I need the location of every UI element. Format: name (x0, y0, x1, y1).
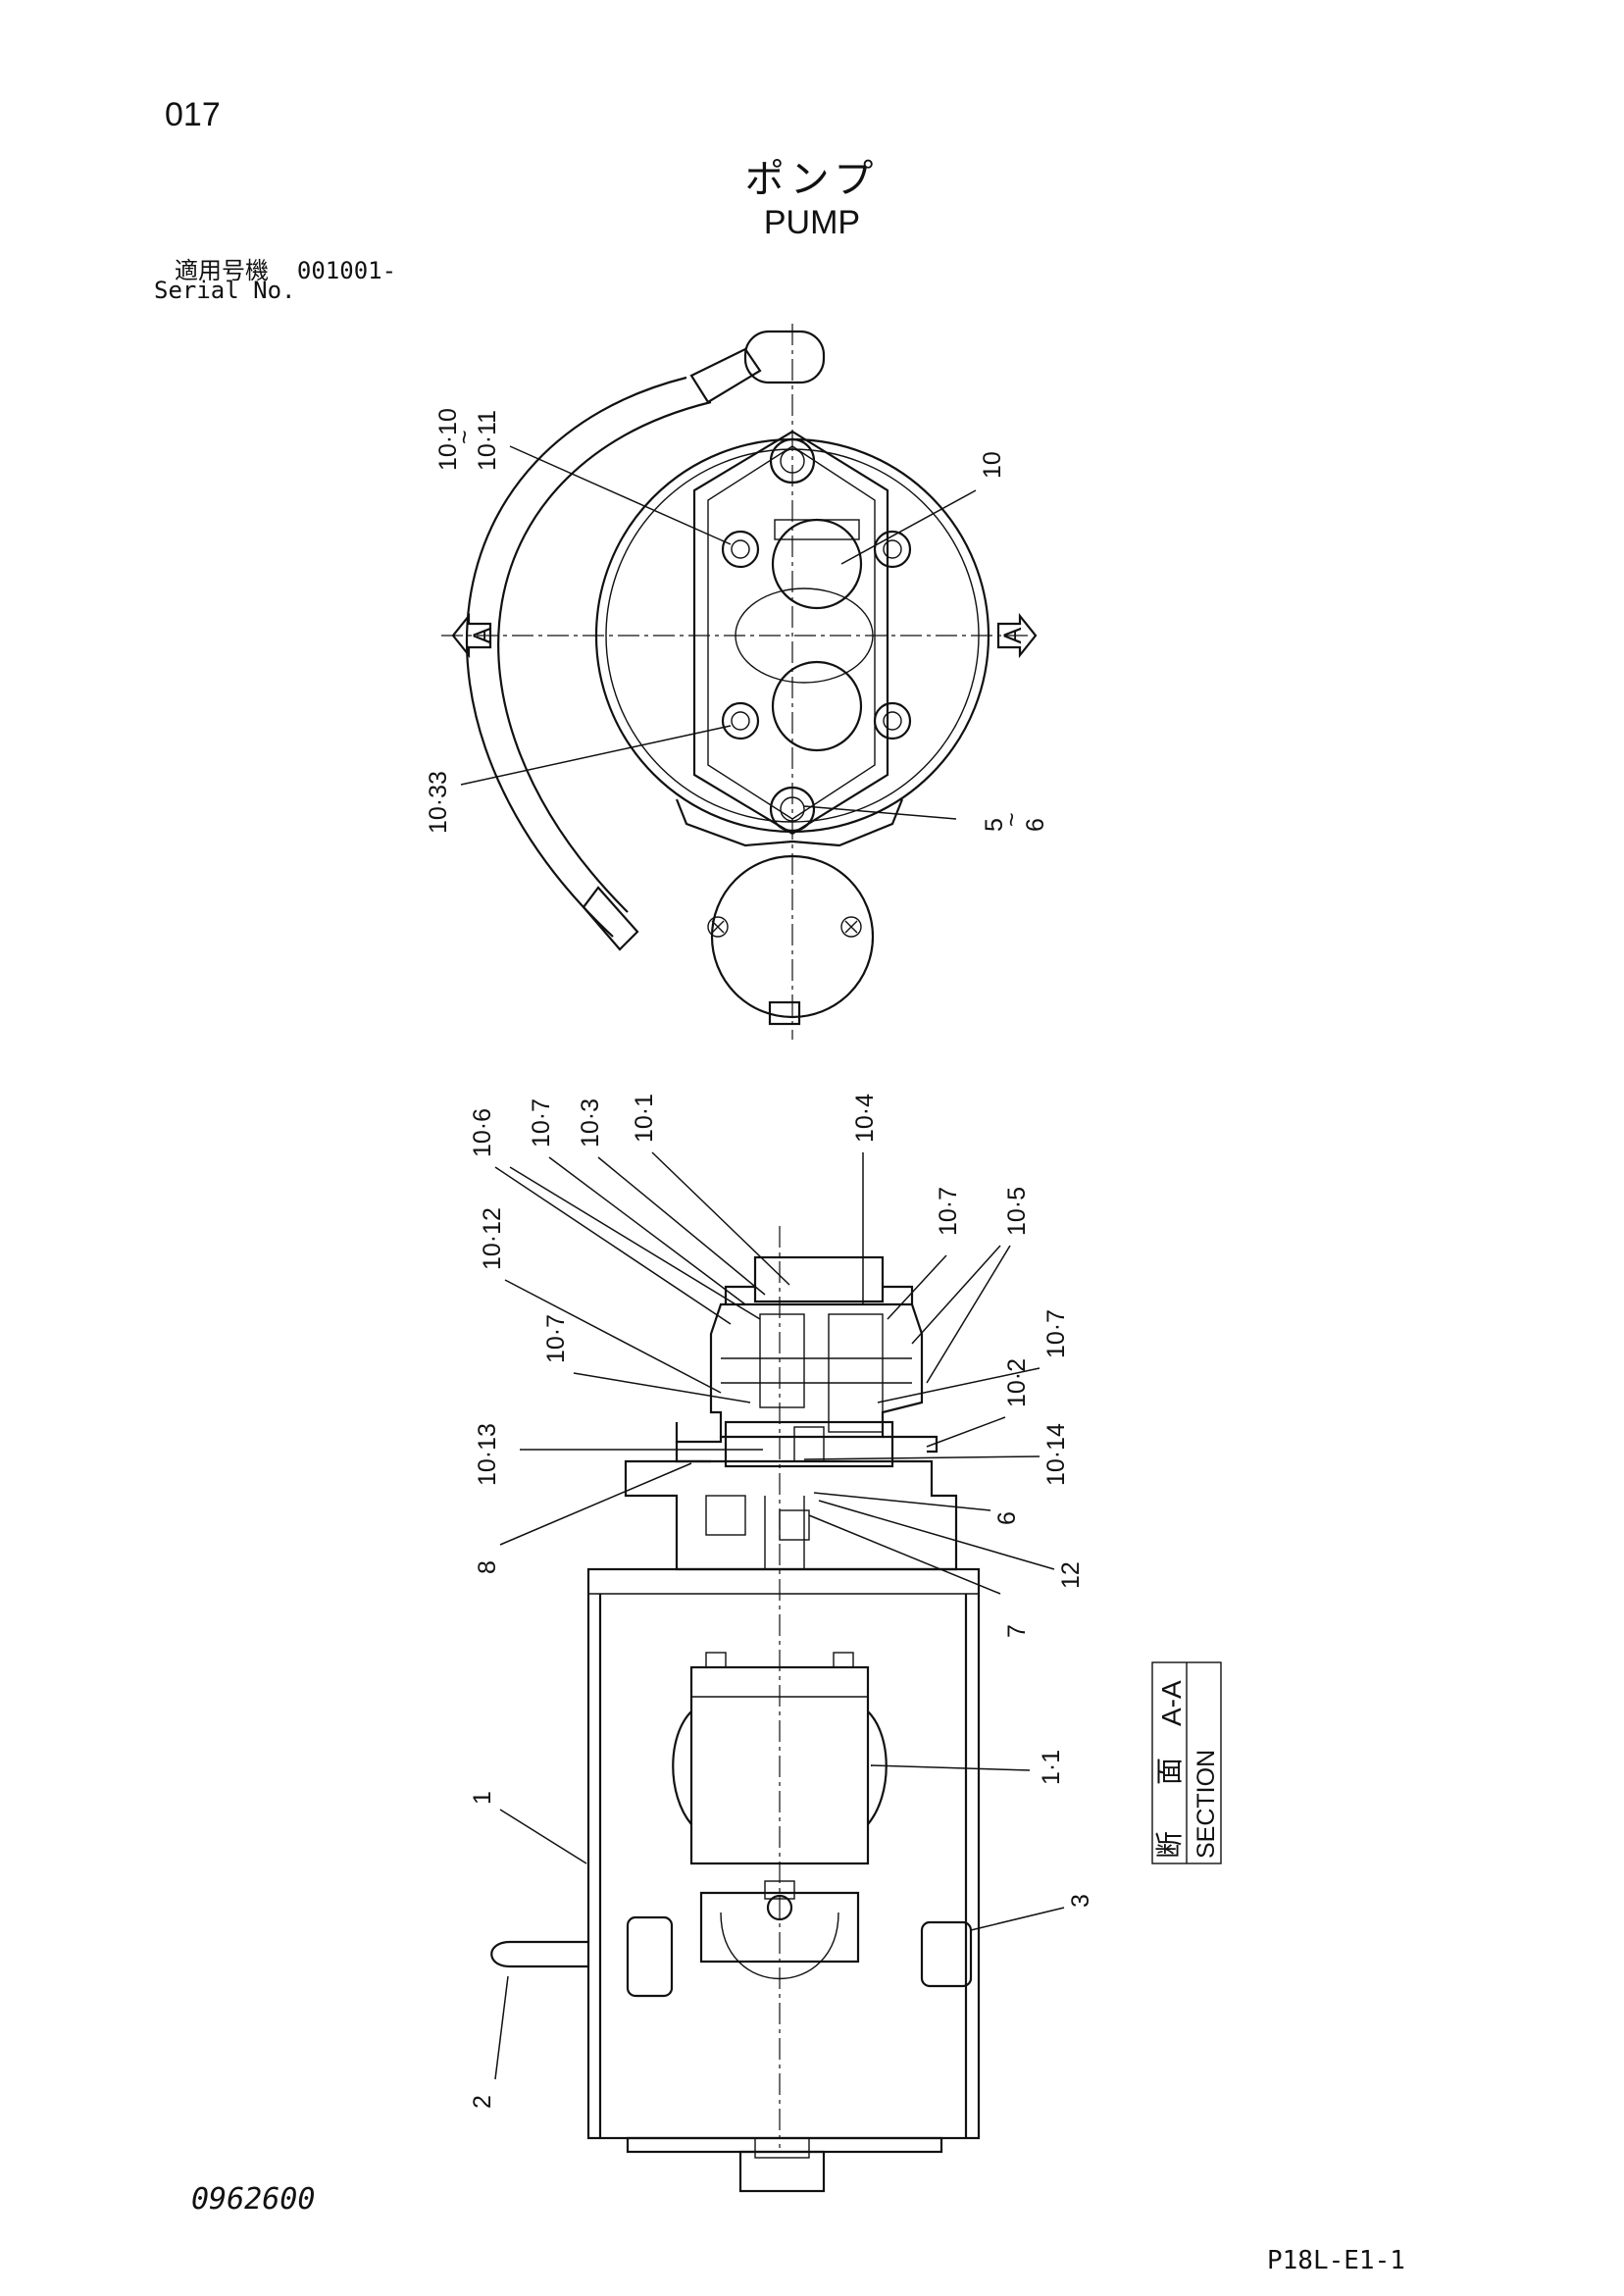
page-number: 017 (165, 96, 221, 133)
label-12: 12 (1057, 1561, 1085, 1589)
label-10-14: 10·14 (1042, 1423, 1070, 1486)
label-10-6: 10·6 (469, 1108, 496, 1157)
label-10-7-d: 10·7 (1042, 1309, 1070, 1358)
section-mark-right: A (999, 627, 1027, 643)
label-10-33: 10·33 (425, 771, 452, 834)
label-1: 1 (469, 1791, 496, 1805)
label-1-1: 1·1 (1038, 1750, 1065, 1785)
section-letters: A-A (1156, 1680, 1187, 1726)
section-jp-2: 面 (1154, 1758, 1185, 1785)
label-3: 3 (1067, 1894, 1094, 1908)
label-10-2: 10·2 (1003, 1358, 1031, 1407)
label-6: 6 (1022, 818, 1049, 832)
section-title-box: 断 面 A-A SECTION (1151, 1661, 1222, 1864)
title-japanese: ポンプ (744, 158, 880, 201)
label-10-7-c: 10·7 (542, 1314, 570, 1363)
label-10-1: 10·1 (631, 1094, 658, 1143)
label-tilde: ~ (451, 430, 479, 444)
label-10: 10 (979, 451, 1006, 479)
section-en: SECTION (1193, 1750, 1220, 1859)
label-10-5: 10·5 (1003, 1187, 1031, 1236)
serial-label-jp: 適用号機 (175, 257, 269, 284)
section-jp-1: 断 (1154, 1831, 1185, 1859)
section-mark-left: A (469, 627, 496, 643)
sheet-id: P18L-E1-1 (1267, 2246, 1405, 2275)
label-tilde-2: ~ (998, 812, 1026, 827)
label-10-10: 10·10 (434, 408, 462, 471)
label-10-7-a: 10·7 (528, 1098, 555, 1148)
top-view: A A 10·10 ~ 10·11 10 10·33 5 ~ 6 (425, 324, 1049, 1040)
serial-value: 001001- (296, 257, 397, 284)
label-6-section: 6 (993, 1511, 1021, 1525)
label-7: 7 (1003, 1624, 1031, 1638)
label-10-7-b: 10·7 (935, 1187, 962, 1236)
label-5: 5 (981, 818, 1008, 832)
label-8: 8 (474, 1560, 501, 1574)
label-10-3: 10·3 (577, 1098, 604, 1148)
serial-label-english: Serial No. (154, 277, 296, 304)
section-view: 10·6 10·7 10·3 10·1 10·4 10·7 10·5 10·12… (469, 1094, 1094, 2193)
label-10-12: 10·12 (479, 1207, 506, 1270)
label-10-4: 10·4 (851, 1094, 879, 1143)
serial-label-japanese: 適用号機 001001- (175, 251, 396, 285)
title-english: PUMP (763, 204, 861, 241)
label-10-13: 10·13 (474, 1423, 501, 1486)
label-10-11: 10·11 (474, 410, 501, 471)
document-number: 0962600 (191, 2182, 316, 2217)
label-2: 2 (469, 2095, 496, 2109)
